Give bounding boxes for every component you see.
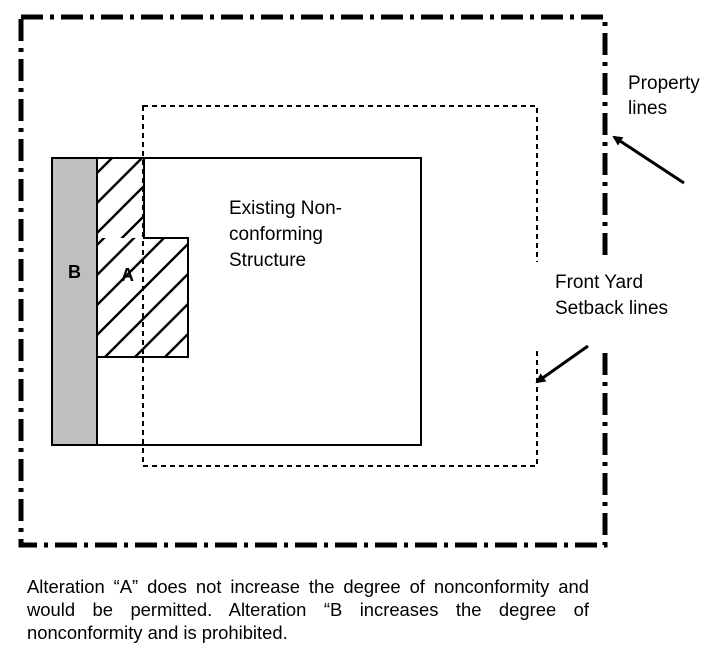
existing-structure-line-2: conforming [229,224,323,245]
setback-lines-line-2: Setback lines [555,298,668,319]
setback-line-boundary [142,105,538,467]
diagram-caption: Alteration “A” does not increase the deg… [27,576,589,643]
property-lines-label: Property lines [628,73,705,119]
property-lines-line-1: Property [628,73,700,94]
setback-label-box [535,262,710,348]
property-lines-line-2: lines [628,98,667,119]
alteration-a-outline [96,157,189,358]
property-lines-arrow [612,135,685,185]
alteration-b-label: B [68,262,81,282]
setback-lines-label: Front Yard Setback lines [555,272,668,319]
existing-structure-line-1: Existing Non- [229,198,342,219]
existing-structure-label: Existing Non- conforming Structure [229,198,347,271]
alteration-a-upper [97,158,144,238]
setback-lines-line-1: Front Yard [555,272,643,293]
alteration-a-label: A [121,265,134,285]
setback-lines-arrow [535,344,589,384]
zoning-diagram: Existing Non- conforming Structure A B P… [18,14,710,548]
alteration-b-area [51,157,98,446]
existing-structure-line-3: Structure [229,250,306,271]
